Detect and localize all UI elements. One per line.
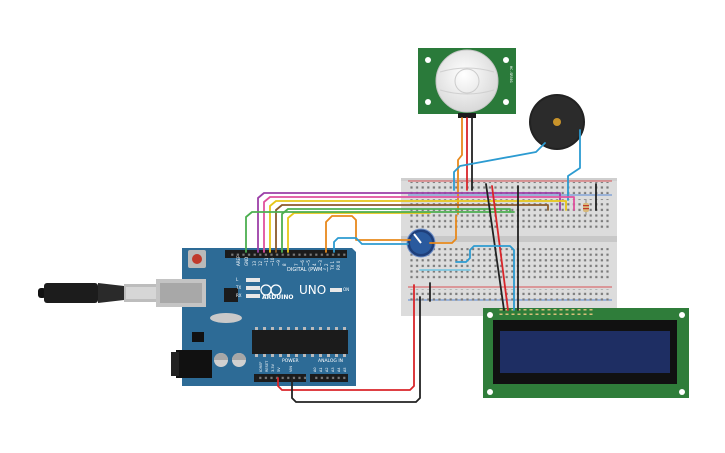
wires (245, 117, 597, 403)
crystal (210, 313, 242, 323)
breadboard-bottom-rail[interactable] (410, 289, 610, 301)
pin-10-label: ~10 (270, 257, 275, 266)
digital-pwm-label: DIGITAL (PWM~) (287, 267, 329, 273)
wire-pot-orange-out[interactable] (429, 215, 457, 244)
pin-a1-label: A1 (319, 367, 323, 372)
pin-a0-label: A0 (313, 367, 317, 372)
rx-led-label: RX (236, 293, 242, 298)
power-jack (176, 350, 212, 378)
wire-pin11[interactable] (269, 200, 567, 253)
pin-3-label: ~3 (318, 260, 323, 266)
pir-dome (436, 50, 498, 112)
pin-aref-label: AREF (236, 255, 241, 266)
pir-sensor[interactable]: HC-SR501 (418, 48, 516, 118)
wire-lcd-blue[interactable] (455, 245, 515, 311)
pin-5-label: ~5 (306, 260, 311, 266)
arduino-model-label: UNO (299, 283, 326, 297)
usb-chip (224, 288, 238, 302)
lcd-pin-header[interactable] (497, 309, 593, 315)
power-label: POWER (282, 358, 299, 364)
breadboard[interactable] (401, 178, 617, 316)
arduino-uno-board[interactable]: AREF GND 13 12 ~11 ~10 ~9 8 7 ~6 ~5 4 ~3… (156, 248, 356, 386)
pin-1-label: TX 1 (330, 261, 335, 271)
breadboard-center-channel (401, 236, 617, 242)
breadboard-top-rail[interactable] (410, 182, 610, 194)
wire-pin13[interactable] (257, 192, 561, 253)
pin-gnd-label: GND (244, 257, 249, 266)
wire-green-long[interactable] (245, 211, 515, 253)
wire-5v-red[interactable] (277, 284, 415, 391)
pin-13-label: 13 (252, 260, 257, 266)
wire-buzzer-teal[interactable] (567, 129, 581, 201)
potentiometer[interactable] (406, 228, 436, 258)
pir-model-label: HC-SR501 (509, 66, 513, 83)
on-led-label: ON (343, 287, 349, 292)
pin-4-label: 4 (312, 263, 317, 266)
pin-8-label: 8 (282, 263, 287, 266)
pin-a4-label: A4 (337, 367, 341, 372)
pin-0-label: RX 0 (336, 260, 341, 270)
pin-2-label: 2 (324, 263, 329, 266)
potentiometer-knob-icon (413, 233, 422, 244)
pin-7-label: 7 (294, 263, 299, 266)
wire-pot-orange[interactable] (325, 215, 411, 253)
breadboard-top-terminal[interactable] (410, 199, 610, 230)
atmega-chip (252, 330, 348, 354)
wire-pin9[interactable] (281, 208, 511, 253)
pin-5v-label: 5V (277, 367, 281, 372)
wire-pot-blue[interactable] (333, 237, 409, 253)
lcd-screen (500, 331, 670, 373)
pin-9-label: ~9 (276, 260, 281, 266)
pin-6-label: ~6 (300, 260, 305, 266)
wire-pin12[interactable] (263, 196, 575, 253)
pir-pin-header[interactable] (458, 113, 476, 118)
tx-led-label: TX (235, 285, 241, 290)
wire-pir-orange[interactable] (457, 117, 463, 215)
lcd-16x2[interactable] (483, 308, 689, 398)
pin-3v3-label: 3.3V (271, 363, 275, 372)
usb-cable[interactable] (38, 283, 158, 303)
pin-11-label: ~11 (264, 257, 269, 266)
wire-lcd-red[interactable] (491, 185, 509, 311)
wire-pin8[interactable] (287, 212, 431, 253)
pin-a3-label: A3 (331, 367, 335, 372)
piezo-buzzer[interactable] (529, 94, 585, 150)
pin-12-label: 12 (258, 260, 263, 266)
pin-vin-label: VIN (289, 366, 293, 372)
wire-buzzer-blue[interactable] (453, 142, 546, 191)
analog-in-label: ANALOG IN (318, 358, 343, 364)
wire-pin10[interactable] (275, 204, 549, 253)
arduino-brand-label: ARDUINO (262, 294, 293, 301)
pin-a5-label: A5 (343, 367, 347, 372)
pin-ioref-label: IOREF (259, 362, 263, 372)
wire-lcd-black-1[interactable] (485, 183, 505, 311)
breadboard-bottom-terminal[interactable] (410, 248, 610, 279)
wire-gnd-black[interactable] (291, 296, 421, 403)
pin-reset-label: RESET (265, 360, 269, 372)
l-led-label: L (236, 277, 239, 282)
pin-a2-label: A2 (325, 367, 329, 372)
resistor[interactable] (583, 199, 589, 215)
